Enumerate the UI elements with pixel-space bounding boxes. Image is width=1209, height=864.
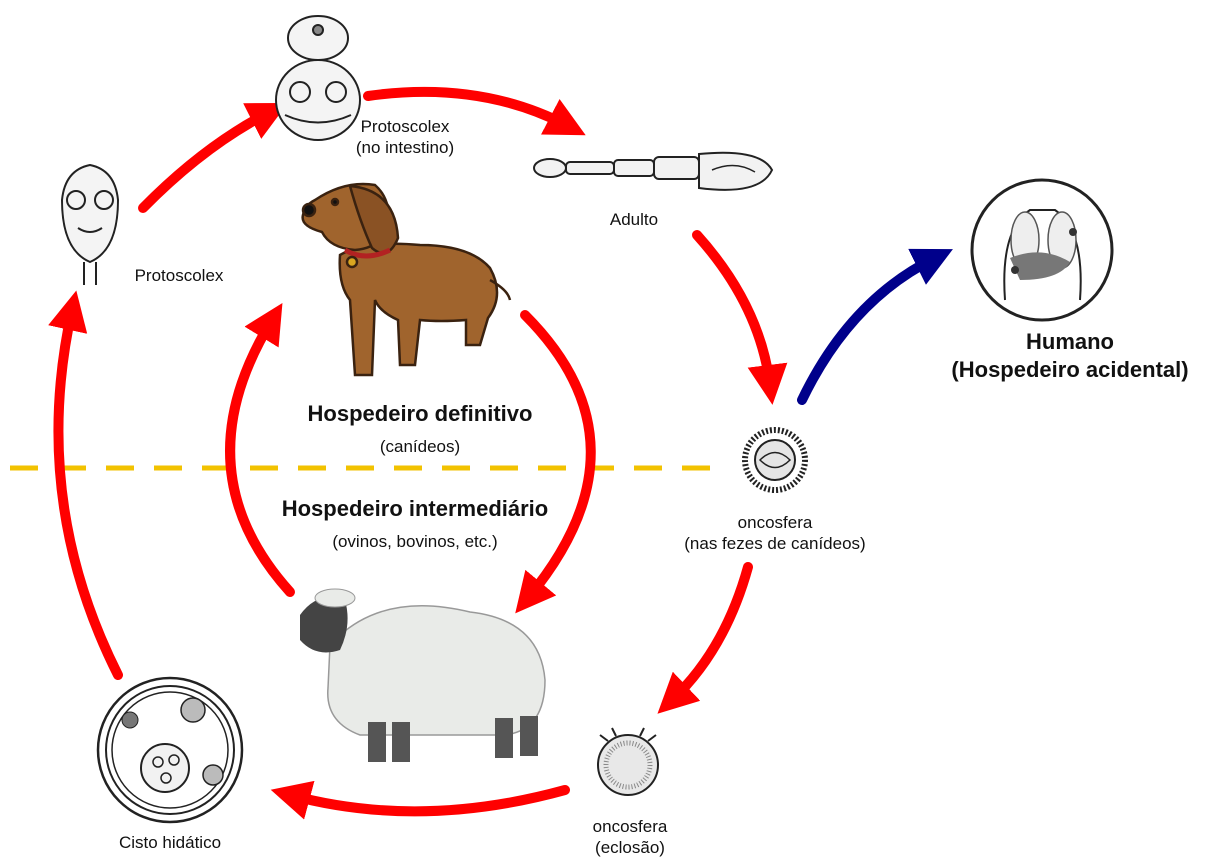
definitive-host-title: Hospedeiro definitivo — [270, 400, 570, 428]
sheep-icon — [300, 589, 545, 762]
protoscolex-label: Protoscolex — [120, 265, 238, 286]
oncosphere-feces-label-line2: (nas fezes de canídeos) — [640, 533, 910, 554]
arrow-sheep-to-dog — [230, 320, 290, 592]
arrow-dog-to-sheep — [525, 315, 591, 598]
protoscolex-intestine-label-line1: Protoscolex — [345, 116, 465, 137]
protoscolex-intestine-label: Protoscolex (no intestino) — [345, 116, 465, 159]
protoscolex-intestine-label-line2: (no intestino) — [345, 137, 465, 158]
arrow-protoscolex-to-intestine — [143, 112, 270, 208]
oncosphere-hatch-label-line2: (eclosão) — [570, 837, 690, 858]
oncosphere-feces-label-line1: oncosfera — [640, 512, 910, 533]
arrow-adult-to-oncosphere — [697, 235, 770, 385]
hydatid-cyst-label: Cisto hidático — [100, 832, 240, 853]
dog-icon — [303, 184, 510, 375]
arrow-to-human — [802, 258, 935, 400]
arrow-cyst-to-protoscolex — [58, 310, 118, 675]
oncosphere-hatch-label-line1: oncosfera — [570, 816, 690, 837]
oncosphere-feces-label: oncosfera (nas fezes de canídeos) — [640, 512, 910, 555]
oncosphere-egg-icon — [745, 430, 805, 490]
human-label-line1: Humano — [945, 328, 1195, 356]
intermediate-host-title: Hospedeiro intermediário — [240, 495, 590, 523]
adult-label: Adulto — [598, 209, 670, 230]
intermediate-host-subtitle: (ovinos, bovinos, etc.) — [290, 531, 540, 552]
human-label: Humano (Hospedeiro acidental) — [945, 328, 1195, 383]
arrow-hatch-to-cyst — [290, 790, 565, 811]
definitive-host-subtitle: (canídeos) — [340, 436, 500, 457]
hydatid-cyst-icon — [98, 678, 242, 822]
adult-worm-icon — [534, 153, 772, 190]
oncosphere-hatching-icon — [598, 728, 658, 795]
oncosphere-hatch-label: oncosfera (eclosão) — [570, 816, 690, 859]
protoscolex-icon — [62, 165, 118, 285]
arrow-oncosphere-to-hatch — [672, 567, 748, 700]
human-label-line2: (Hospedeiro acidental) — [945, 356, 1195, 384]
human-torso-icon — [972, 180, 1112, 320]
